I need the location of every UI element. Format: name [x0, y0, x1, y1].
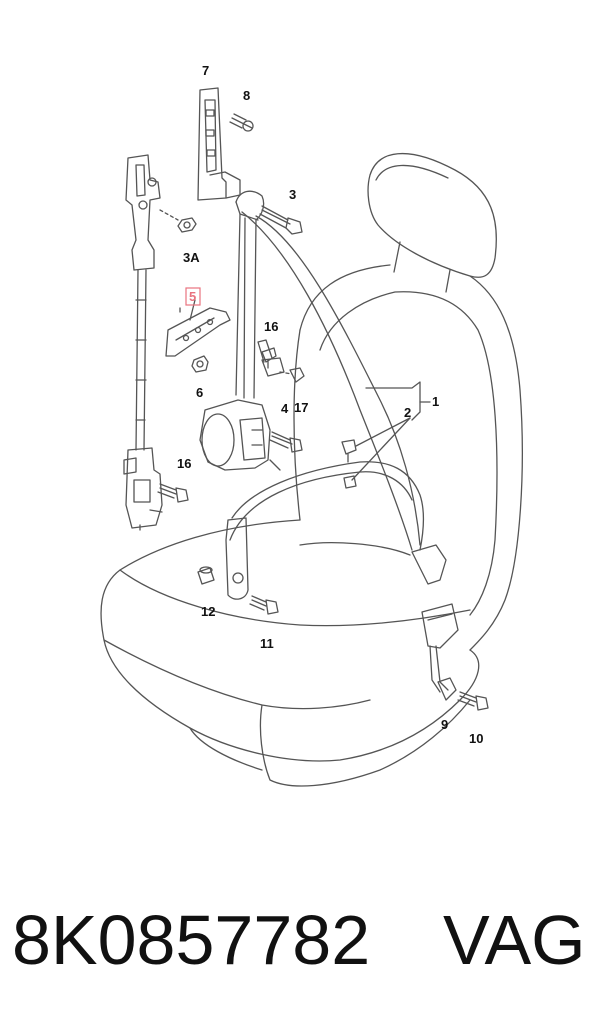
bracket-5	[165, 307, 231, 357]
lap-belt	[225, 461, 447, 600]
callout-1: 1	[432, 394, 439, 409]
clips-2	[341, 439, 357, 489]
height-adjuster-bracket	[197, 87, 241, 201]
bolt-11	[249, 595, 279, 615]
callout-9: 9	[441, 717, 448, 732]
clip-16-upper	[261, 347, 277, 369]
callout-3: 3	[289, 187, 296, 202]
callout-5: 5	[189, 289, 196, 304]
bolt-8	[229, 113, 254, 132]
callout-11: 11	[260, 636, 274, 651]
pillar-rail	[123, 154, 163, 531]
belt-and-retractor	[199, 190, 421, 551]
bolt-3	[259, 205, 303, 235]
bolt-16-lower	[157, 483, 189, 503]
nut-6	[191, 355, 209, 373]
nut-3A	[159, 209, 197, 233]
callout-12: 12	[201, 604, 215, 619]
seat-belt-exploded-diagram: 7 8 3 3A 5 6 16 17 4 1 2 16 12 11 9 10	[100, 63, 523, 787]
callout-3A: 3A	[183, 250, 200, 265]
seat-buckle	[421, 603, 459, 701]
part-number: 8K0857782	[12, 901, 371, 979]
callout-5-highlight-box	[185, 287, 201, 306]
bolt-4	[269, 431, 303, 453]
bolt-10	[457, 691, 489, 711]
callout-4: 4	[281, 401, 289, 416]
bolt-17	[279, 367, 305, 383]
callout-6: 6	[196, 385, 203, 400]
callout-2: 2	[404, 405, 411, 420]
callout-17: 17	[294, 400, 308, 415]
cap-12	[197, 566, 215, 585]
seat-outline	[100, 152, 523, 787]
callout-8: 8	[243, 88, 250, 103]
brand-label: VAG	[443, 901, 586, 979]
leader-lines	[179, 299, 431, 481]
callout-16-lower: 16	[177, 456, 191, 471]
callout-7: 7	[202, 63, 209, 78]
callout-10: 10	[469, 731, 483, 746]
callout-labels: 7 8 3 3A 5 6 16 17 4 1 2 16 12 11 9 10	[177, 63, 483, 746]
callout-16-upper: 16	[264, 319, 278, 334]
